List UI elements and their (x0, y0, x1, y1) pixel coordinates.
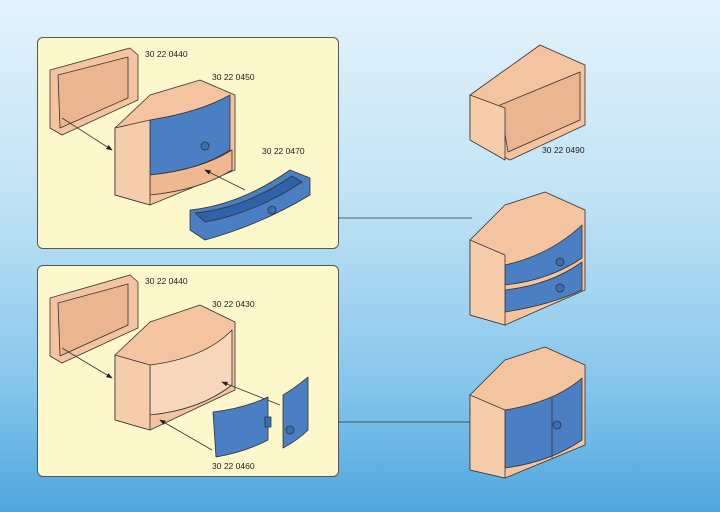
cabinet-open-part (114, 304, 236, 431)
open-shelf-cabinet (469, 44, 586, 161)
door-cabinet-assembled (469, 346, 586, 479)
part-number-cabinet: 30 22 0430 (212, 299, 255, 309)
drawer-cabinet-assembled (469, 191, 586, 326)
drawer-part (189, 169, 311, 241)
door-right-part (282, 376, 309, 449)
part-number-cabinet: 30 22 0450 (212, 72, 255, 82)
part-number-drawer: 30 22 0470 (262, 146, 305, 156)
back-panel-part (49, 274, 139, 364)
door-left-part (212, 396, 272, 458)
part-number-back-panel: 30 22 0440 (145, 276, 188, 286)
part-number-back-panel: 30 22 0440 (145, 49, 188, 59)
back-panel-part (49, 47, 139, 136)
part-number-open-shelf: 30 22 0490 (542, 145, 585, 155)
part-number-doors: 30 22 0460 (212, 461, 255, 471)
